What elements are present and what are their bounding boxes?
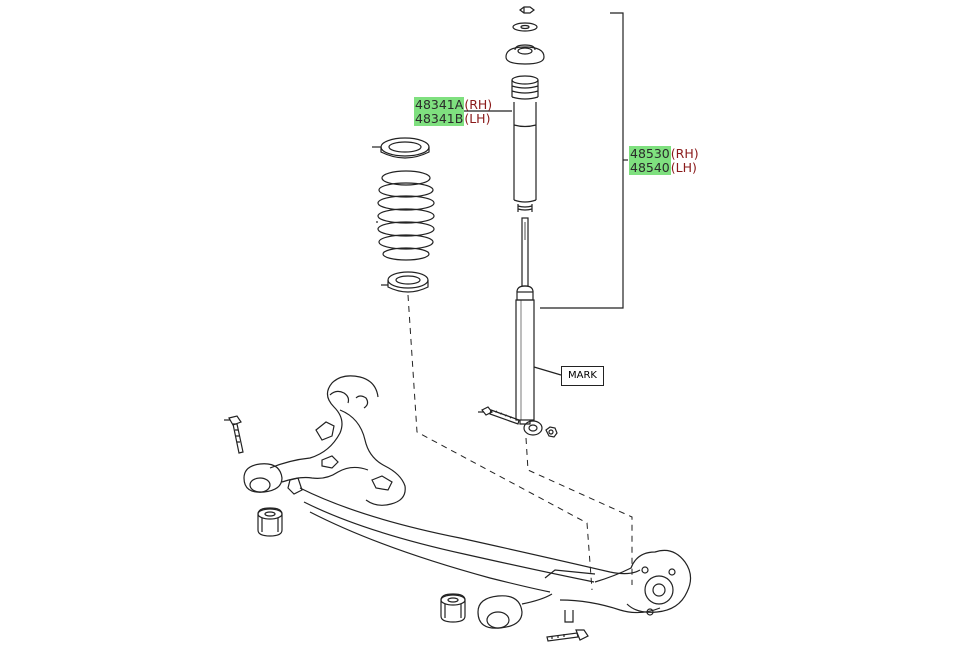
label-48341a: 48341A(RH)	[414, 97, 493, 112]
mark-callout: MARK	[561, 366, 604, 386]
axle-beam	[243, 375, 692, 629]
label-48540: 48540(LH)	[629, 160, 697, 175]
right-mount-bolt	[546, 629, 589, 642]
part-number-48540: 48540	[629, 160, 671, 175]
shock-assembly-bracket	[540, 12, 628, 309]
top-nut	[519, 6, 535, 14]
upper-mount	[505, 44, 545, 65]
shock-lower-nut	[545, 426, 558, 438]
part-side-lh: (LH)	[464, 111, 491, 126]
right-bushing	[440, 593, 466, 623]
shock-absorber	[515, 217, 562, 436]
lower-spring-seat	[381, 271, 429, 293]
label-48530: 48530(RH)	[629, 146, 699, 161]
coil-spring	[376, 170, 435, 261]
dust-boot	[462, 75, 539, 212]
part-number-48341b: 48341B	[414, 111, 465, 126]
part-side-rh: (RH)	[670, 146, 699, 161]
alignment-dashes	[407, 294, 633, 591]
part-side-rh: (RH)	[464, 97, 493, 112]
upper-spring-seat	[372, 137, 430, 159]
shock-lower-bolt	[478, 406, 520, 425]
label-48341b: 48341B(LH)	[414, 111, 491, 126]
left-mount-bolt	[224, 415, 244, 454]
part-side-lh: (LH)	[670, 160, 697, 175]
left-bushing	[257, 507, 283, 537]
part-number-48530: 48530	[629, 146, 671, 161]
part-number-48341a: 48341A	[414, 97, 465, 112]
upper-washer	[512, 22, 538, 32]
